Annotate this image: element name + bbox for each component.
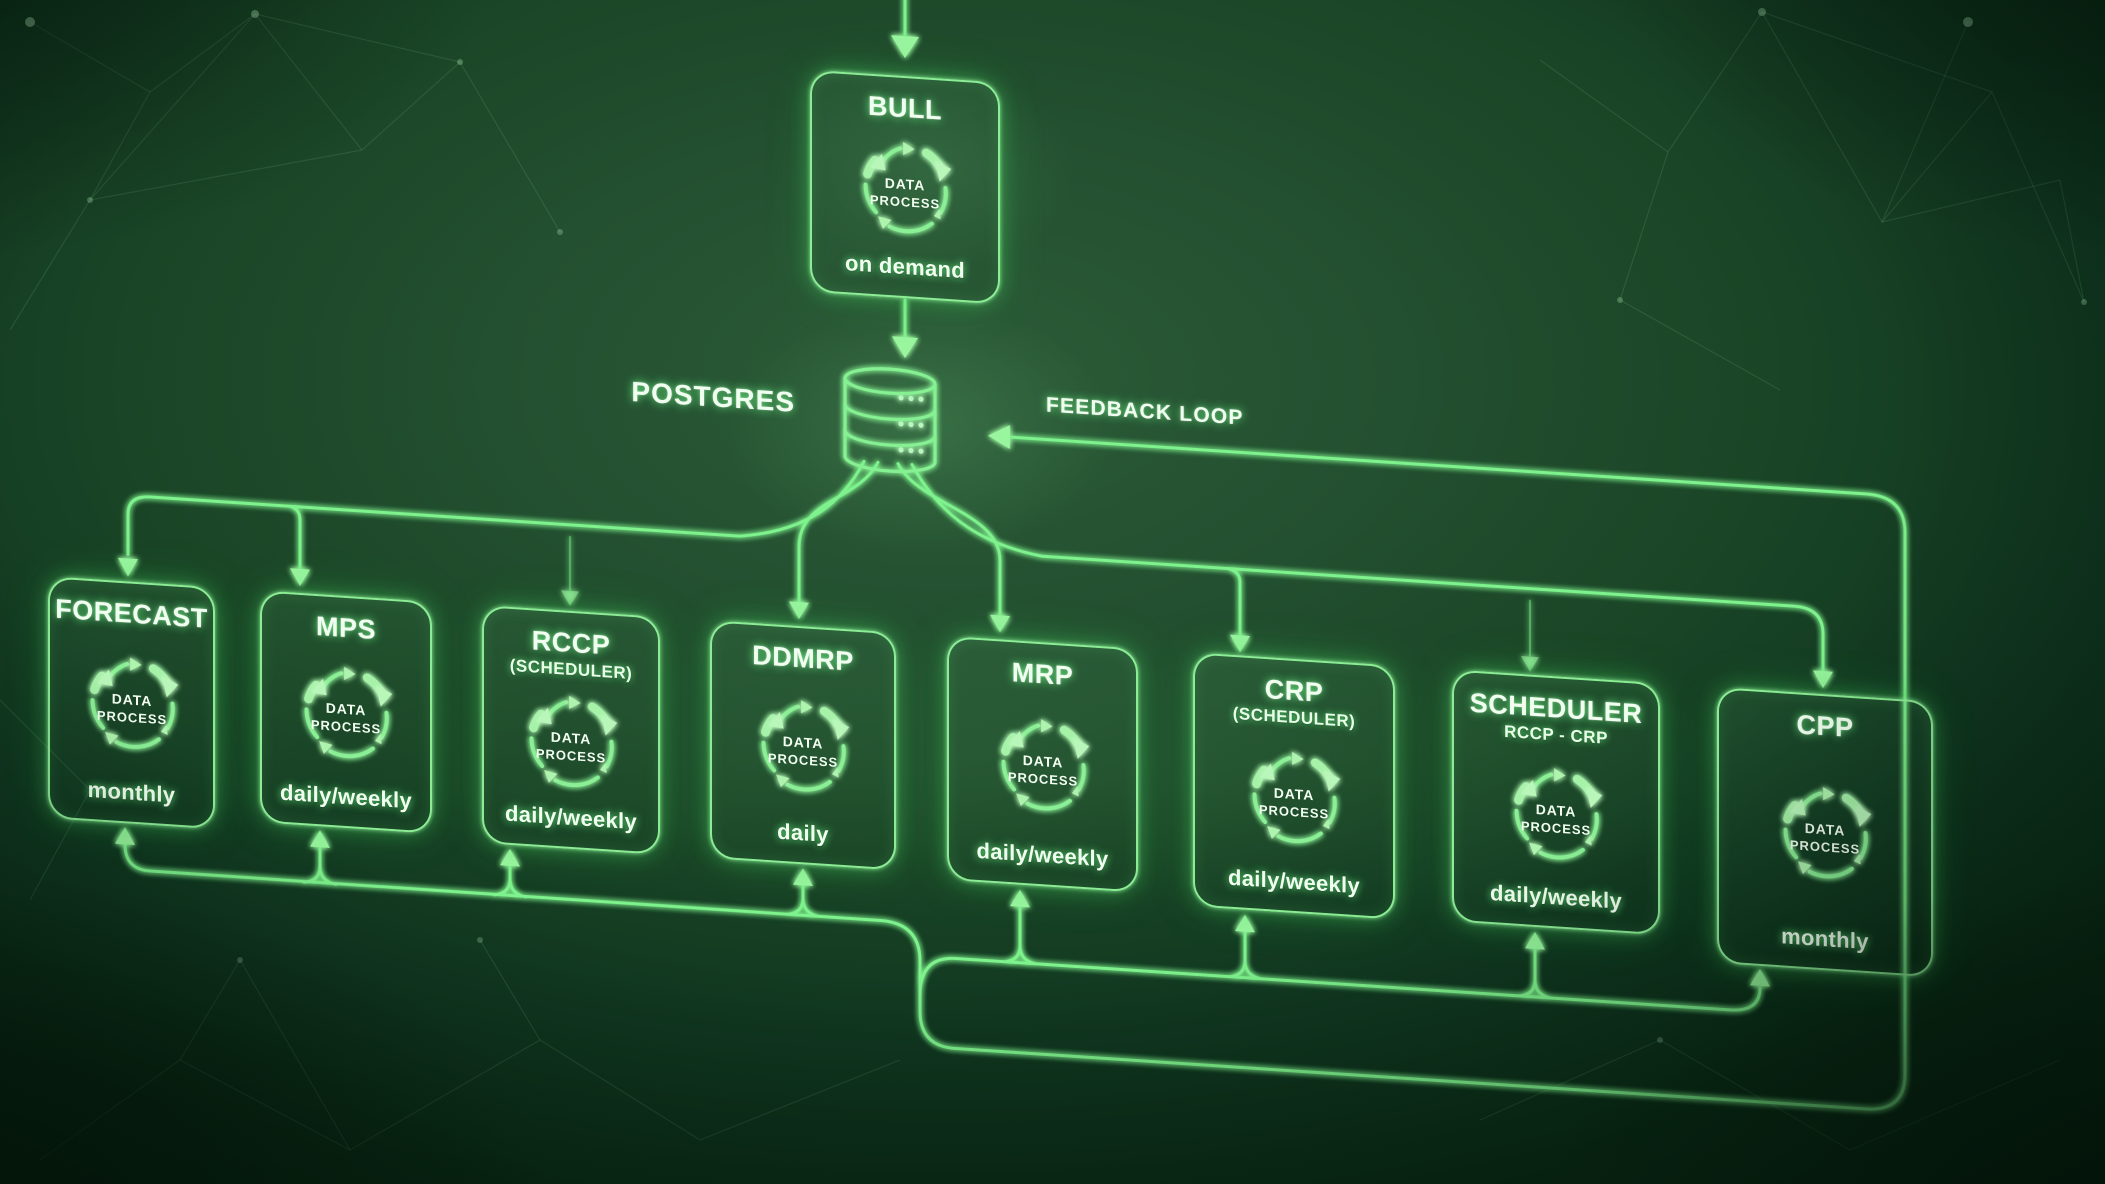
process-cycle-iconwrap: DATA PROCESS: [1454, 739, 1658, 892]
node-title: CRP: [1264, 674, 1324, 708]
cycle-small-arrow-top: [1292, 751, 1304, 765]
cycle-icon-text-1: DATA: [1536, 801, 1577, 820]
node-card-mps: MPS: [260, 590, 432, 834]
process-cycle-iconwrap: DATA PROCESS: [484, 674, 658, 811]
cycle-icon-text-2: PROCESS: [96, 708, 166, 728]
cycle-icon-text-1: DATA: [1274, 784, 1315, 803]
process-cycle-iconwrap: DATA PROCESS: [949, 684, 1136, 848]
node-card-mrp: MRP: [947, 635, 1138, 893]
process-cycle-iconwrap: DATA PROCESS: [1719, 735, 1931, 933]
cycle-icon-text-2: PROCESS: [870, 192, 940, 212]
node-title: CPP: [1796, 709, 1854, 744]
cycle-icon-text-2: PROCESS: [1790, 837, 1860, 857]
process-cycle-iconwrap: DATA PROCESS: [262, 638, 430, 789]
cycle-small-arrow-top: [569, 695, 581, 709]
node-card-ddmrp: DDMRP: [710, 620, 896, 871]
cycle-icon-text-1: DATA: [551, 728, 592, 747]
node-card-forecast: FORECAST: [48, 576, 215, 830]
process-cycle-iconwrap: DATA PROCESS: [812, 118, 998, 260]
node-schedule: monthly: [1781, 923, 1869, 955]
process-cycle-iconwrap: DATA PROCESS: [712, 668, 894, 826]
node-card-rccp: RCCP (SCHEDULER): [482, 605, 660, 855]
feedback-loop-label: FEEDBACK LOOP: [1046, 393, 1244, 430]
node-title: BULL: [868, 90, 942, 126]
cycle-small-arrow-top: [1554, 767, 1566, 782]
node-title: MRP: [1011, 657, 1074, 692]
cycle-icon-text-1: DATA: [885, 175, 926, 194]
node-card-scheduler: SCHEDULER RCCP - CRP: [1452, 669, 1660, 936]
data-process-cycle-icon: DATA PROCESS: [304, 666, 393, 759]
data-process-cycle-icon: DATA PROCESS: [89, 657, 178, 749]
node-schedule: daily: [777, 818, 829, 848]
node-title: SCHEDULER: [1469, 687, 1643, 730]
data-process-cycle-icon: DATA PROCESS: [529, 695, 618, 787]
postgres-label: POSTGRES: [631, 375, 795, 418]
cycle-icon-text-1: DATA: [1805, 820, 1846, 839]
cycle-icon-text-2: PROCESS: [768, 750, 838, 770]
node-title: RCCP: [531, 625, 611, 661]
cycle-small-arrow-top: [1823, 786, 1835, 801]
cycle-icon-text-2: PROCESS: [1007, 769, 1077, 789]
data-process-cycle-icon: DATA PROCESS: [1252, 751, 1341, 843]
cycle-small-arrow-top: [903, 141, 915, 156]
cycle-small-arrow-top: [129, 657, 142, 671]
data-process-cycle-icon: DATA PROCESS: [761, 700, 850, 792]
node-card-cpp: CPP: [1717, 687, 1933, 978]
cycle-small-arrow-top: [801, 700, 813, 714]
cycle-small-arrow-top: [344, 666, 356, 681]
cycle-icon-text-1: DATA: [1022, 752, 1063, 771]
node-title: MPS: [315, 610, 376, 645]
data-process-cycle-icon: DATA PROCESS: [1783, 786, 1872, 879]
cycle-icon-text-1: DATA: [326, 700, 367, 719]
cycle-icon-text-1: DATA: [111, 690, 152, 709]
cycle-icon-text-2: PROCESS: [1259, 801, 1329, 821]
data-process-cycle-icon: DATA PROCESS: [1514, 767, 1603, 860]
node-card-crp: CRP (SCHEDULER): [1193, 652, 1395, 920]
cycle-icon-text-1: DATA: [783, 733, 824, 752]
process-cycle-iconwrap: DATA PROCESS: [1195, 721, 1393, 875]
cycle-small-arrow-top: [1040, 718, 1053, 733]
data-process-cycle-icon: DATA PROCESS: [1000, 718, 1089, 811]
node-schedule: monthly: [87, 776, 176, 808]
data-process-cycle-icon: DATA PROCESS: [863, 141, 952, 234]
cycle-icon-text-2: PROCESS: [536, 745, 606, 765]
process-cycle-iconwrap: DATA PROCESS: [50, 624, 213, 785]
node-card-bull: BULL: [810, 69, 1000, 305]
cycle-icon-text-2: PROCESS: [1521, 818, 1591, 838]
cycle-icon-text-2: PROCESS: [311, 717, 381, 737]
